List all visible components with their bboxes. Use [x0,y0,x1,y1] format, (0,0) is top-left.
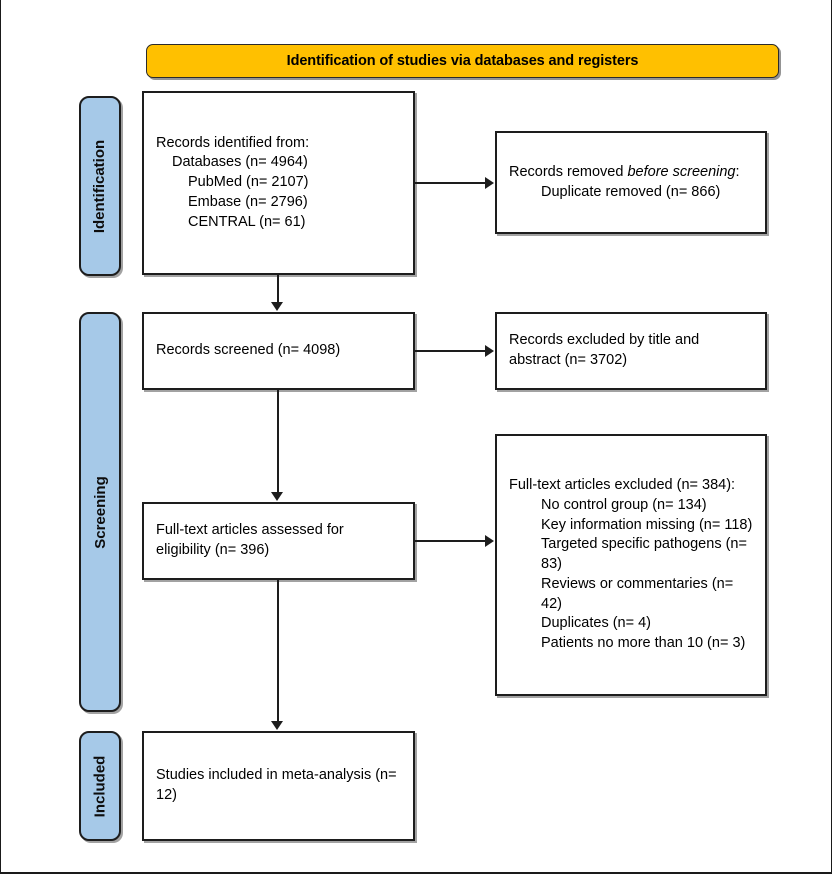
box-fulltext-assessed-content: Full-text articles assessed for eligibil… [156,522,344,558]
fulltext-excluded-reason-reviews-commentaries: Reviews or commentaries (n= 42) [541,575,734,612]
arrowhead-right-to-excluded [485,345,494,357]
stage-label-included: Included [79,731,121,841]
records-identified-line-databases: Databases (n= 4964) [172,154,308,171]
records-removed-line-duplicate: Duplicate removed (n= 866) [541,183,721,200]
fulltext-excluded-heading: Full-text articles excluded (n= 384): [509,477,736,494]
arrowhead-right-to-removed [485,177,494,189]
stage-label-screening: Screening [79,312,121,712]
fulltext-excluded-reason-duplicates: Duplicates (n= 4) [541,615,652,632]
arrowhead-down-to-fulltext [271,492,283,501]
box-fulltext-assessed: Full-text articles assessed for eligibil… [142,502,415,580]
records-identified-line-embase: Embase (n= 2796) [188,193,308,210]
box-records-identified: Records identified from: Databases (n= 4… [142,91,415,275]
stage-label-identification: Identification [79,96,121,276]
connector-identified-to-screened [277,275,279,304]
fulltext-excluded-reason-patients-max-10: Patients no more than 10 (n= 3) [541,635,746,652]
box-studies-included-content: Studies included in meta-analysis (n= 12… [156,767,397,803]
header-banner: Identification of studies via databases … [146,44,779,78]
box-records-identified-content: Records identified from: Databases (n= 4… [144,134,413,233]
stage-label-included-text: Included [91,755,109,817]
connector-screened-to-fulltext [277,390,279,494]
fulltext-excluded-reason-key-info-missing: Key information missing (n= 118) [541,516,753,533]
stage-label-identification-text: Identification [91,139,109,233]
records-identified-heading: Records identified from: [156,134,310,151]
fulltext-excluded-reason-targeted-pathogens: Targeted specific pathogens (n= 83) [541,536,747,573]
box-studies-included: Studies included in meta-analysis (n= 12… [142,731,415,841]
box-records-excluded-title-abstract: Records excluded by title and abstract (… [495,312,767,390]
banner-title: Identification of studies via databases … [286,53,639,69]
stage-label-screening-text: Screening [91,475,109,549]
records-identified-line-central: CENTRAL (n= 61) [188,213,306,230]
arrowhead-right-to-fulltext-excluded [485,535,494,547]
connector-screened-to-excluded [415,350,486,352]
box-records-excluded-title-abstract-content: Records excluded by title and abstract (… [509,332,700,368]
box-records-screened-content: Records screened (n= 4098) [156,342,341,359]
arrowhead-down-to-screened [271,302,283,311]
records-removed-heading-italic: before screening [627,163,736,180]
arrowhead-down-to-included [271,721,283,730]
fulltext-excluded-reason-no-control-group: No control group (n= 134) [541,496,707,513]
records-removed-heading-suffix: : [735,163,740,180]
connector-fulltext-to-excluded [415,540,486,542]
box-fulltext-excluded-content: Full-text articles excluded (n= 384): No… [497,476,765,653]
box-fulltext-excluded: Full-text articles excluded (n= 384): No… [495,434,767,696]
box-records-removed-content: Records removed before screening: Duplic… [497,163,765,202]
connector-identified-to-removed [415,182,486,184]
box-records-screened: Records screened (n= 4098) [142,312,415,390]
records-removed-heading-prefix: Records removed [509,163,628,180]
connector-fulltext-to-included [277,580,279,723]
records-identified-line-pubmed: PubMed (n= 2107) [188,174,309,191]
box-records-removed: Records removed before screening: Duplic… [495,131,767,234]
